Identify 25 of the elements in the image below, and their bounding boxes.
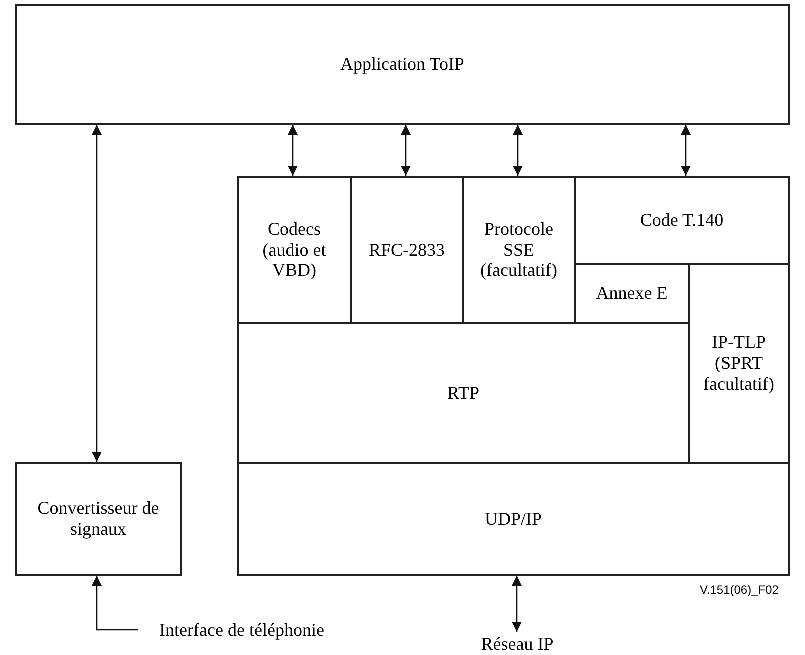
layer-label: Application ToIP (340, 54, 464, 75)
text-label: Interface de téléphonie (142, 618, 342, 642)
figure-code: V.151(06)_F02 (700, 583, 779, 597)
arrow (512, 576, 522, 632)
layer-label: Codecs (audio et VBD) (262, 218, 328, 282)
arrow (401, 125, 411, 176)
layer-label: IP-TLP (SPRT facultatif) (702, 332, 776, 395)
layer-box (574, 176, 790, 265)
layer-label: Protocole SSE (facultatif) (480, 218, 558, 282)
layer-label: Convertisseur de signaux (36, 498, 160, 540)
arrow (288, 125, 298, 176)
arrow (92, 576, 138, 631)
layer-label: Code T.140 (640, 210, 724, 231)
layer-box (15, 4, 790, 125)
layer-label: RTP (448, 382, 480, 404)
arrow (92, 125, 102, 462)
layer-label: UDP/IP (484, 508, 542, 530)
arrow (513, 125, 523, 176)
layer-label: Annexe E (596, 283, 668, 304)
text-label: Réseau IP (460, 632, 575, 655)
layer-box (237, 462, 790, 576)
layer-label: RFC-2833 (368, 240, 446, 260)
layer-box (15, 462, 182, 576)
layer-box (237, 176, 352, 324)
arrow (681, 125, 691, 176)
